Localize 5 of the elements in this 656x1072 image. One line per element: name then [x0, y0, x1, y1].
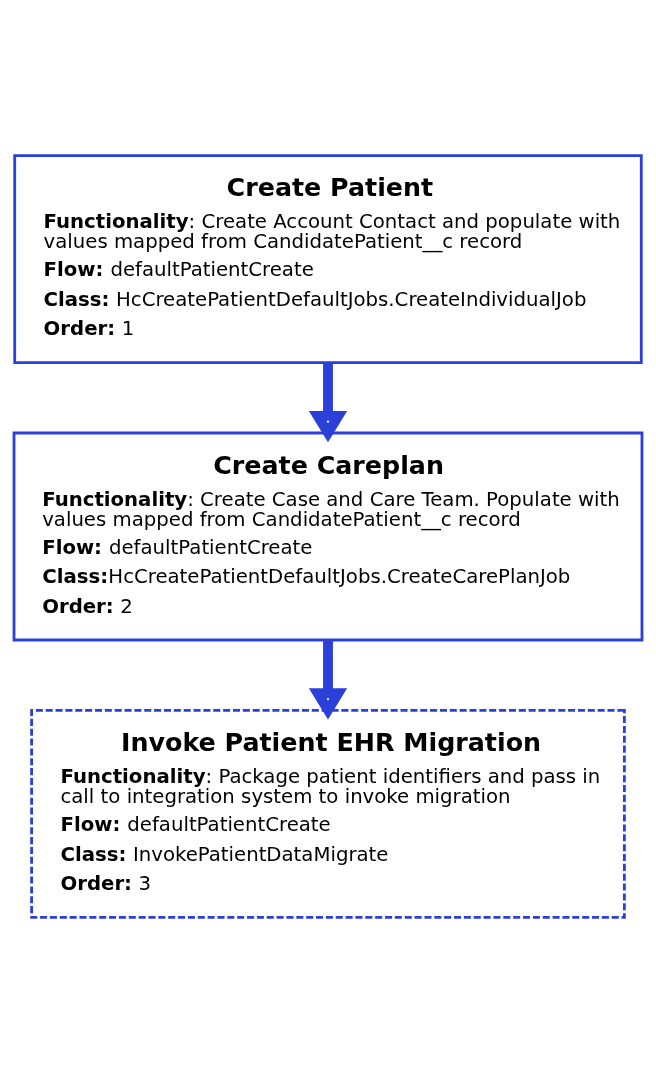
node-box: Invoke Patient EHR Migration Functionality: Package patient identifiers and pass in call to integration system to invoke migration Flow: defaultPatientCreate Class: InvokePatientDataMigrate Order: 3: [30, 708, 626, 919]
arrow: [308, 362, 348, 442]
node-box: Create Patient Functionality: Create Account Contact and populate with values mapped from CandidatePatient__c record Flow: defaultPatientCreate Class: HcCreatePatientDefaultJobs.CreateIndividualJob Order: 1: [13, 153, 643, 364]
arrow: [308, 639, 348, 720]
node-box: Create Careplan Functionality: Create Case and Care Team. Populate with values mapped from CandidatePatient__c record Flow: defaultPatientCreate Class:HcCreatePatientDefaultJobs.CreateCarePlanJob Order: 2: [12, 431, 644, 641]
